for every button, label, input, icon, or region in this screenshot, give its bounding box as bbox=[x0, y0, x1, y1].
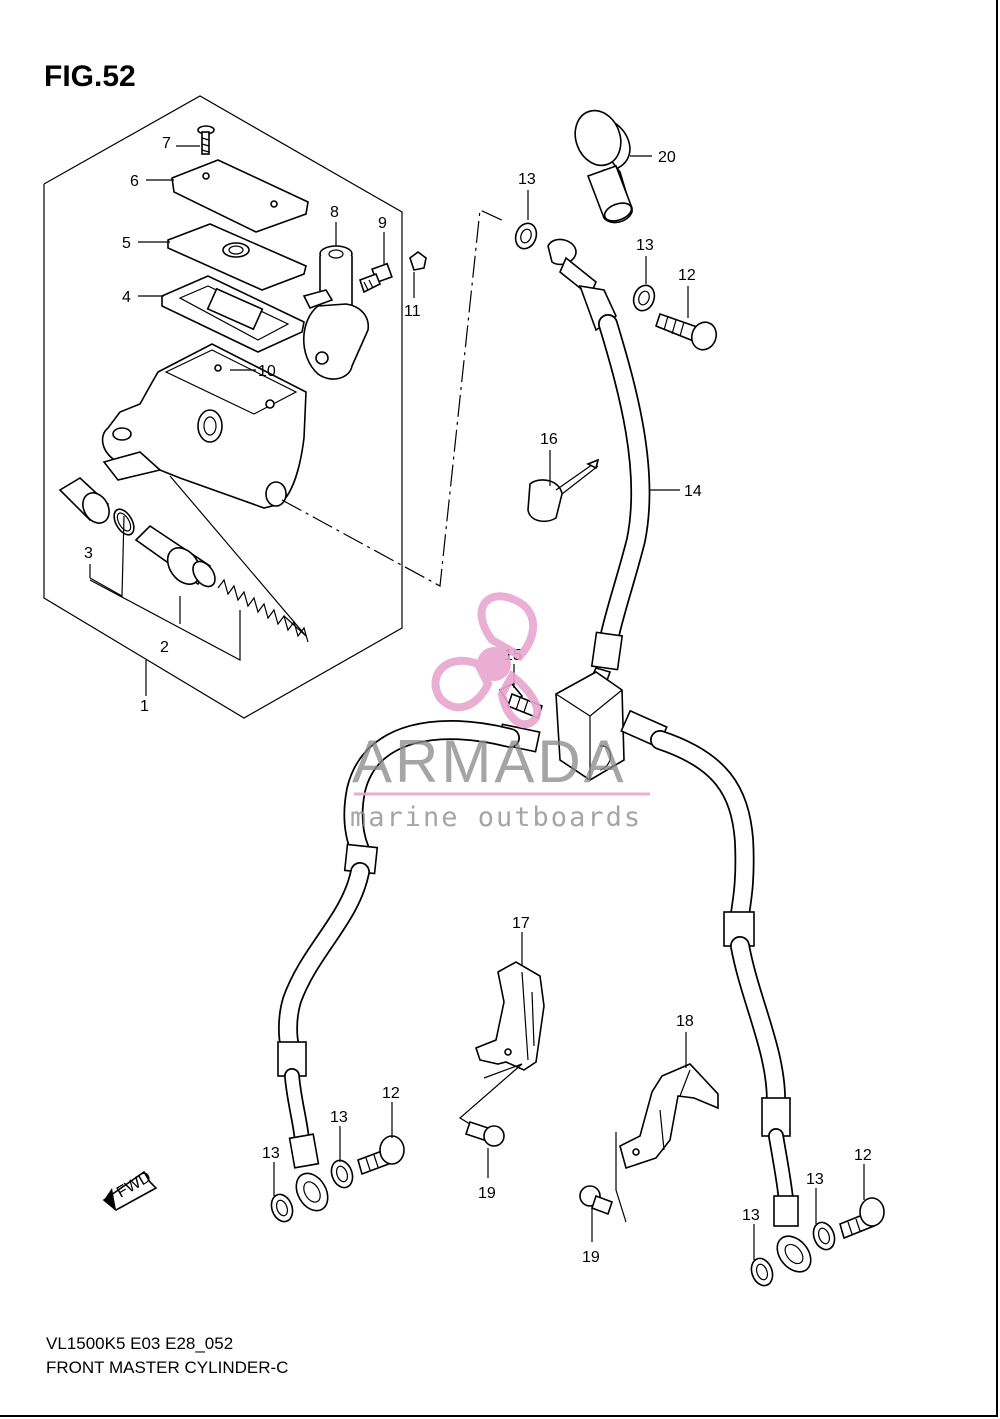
part-5-plate[interactable] bbox=[167, 223, 307, 291]
part-13-washer-lower-right-a[interactable] bbox=[748, 1255, 776, 1288]
callout-2: 2 bbox=[160, 639, 169, 656]
part-8-bracket[interactable] bbox=[302, 245, 370, 380]
callout-5: 5 bbox=[122, 235, 131, 252]
model-code: VL1500K5 E03 E28_052 bbox=[46, 1334, 234, 1353]
part-2-spring[interactable] bbox=[217, 578, 309, 643]
part-13-washer-lower-left-a[interactable] bbox=[268, 1191, 296, 1224]
part-14-hose-upper[interactable] bbox=[547, 238, 651, 702]
callout-3: 3 bbox=[84, 545, 93, 562]
part-13-washer-lower-left-b[interactable] bbox=[328, 1157, 356, 1190]
callout-14: 14 bbox=[684, 483, 702, 500]
callout-13-top-left: 13 bbox=[518, 171, 536, 188]
part-11-cap[interactable] bbox=[409, 251, 427, 271]
part-9-bolt[interactable] bbox=[358, 262, 393, 294]
part-2-piston[interactable] bbox=[134, 524, 220, 591]
watermark: ARMADA marine outboards bbox=[350, 592, 650, 833]
figure-title: FIG.52 bbox=[44, 60, 136, 93]
callout-18: 18 bbox=[676, 1013, 694, 1030]
propeller-logo-icon bbox=[431, 592, 542, 729]
callout-leaders-assembly bbox=[89, 145, 415, 696]
callout-12-top: 12 bbox=[678, 267, 696, 284]
junction-block[interactable] bbox=[555, 671, 625, 781]
callout-12-lower-left: 12 bbox=[382, 1085, 400, 1102]
part-13-washer-top-left[interactable] bbox=[512, 220, 540, 251]
watermark-brand: ARMADA bbox=[352, 728, 627, 795]
master-cylinder-body[interactable] bbox=[101, 343, 307, 509]
part-7-screw[interactable] bbox=[197, 125, 215, 155]
part-12-bolt-lower-left[interactable] bbox=[357, 1135, 405, 1176]
callout-13-lower-left-b: 13 bbox=[330, 1109, 348, 1126]
callout-16: 16 bbox=[540, 431, 558, 448]
part-12-bolt-top[interactable] bbox=[655, 312, 720, 353]
part-17-bracket[interactable] bbox=[475, 961, 545, 1071]
callout-13-lower-right-b: 13 bbox=[806, 1171, 824, 1188]
callout-7: 7 bbox=[162, 135, 171, 152]
part-12-bolt-lower-right[interactable] bbox=[839, 1197, 885, 1240]
part-13-washer-lower-right-b[interactable] bbox=[810, 1219, 838, 1252]
callout-numbers: 1 2 3 4 5 6 7 8 9 10 11 12 12 12 13 13 1… bbox=[84, 135, 872, 1266]
callout-11: 11 bbox=[404, 303, 421, 320]
callout-19-right: 19 bbox=[582, 1249, 600, 1266]
part-20-cover[interactable] bbox=[568, 104, 634, 224]
part-19-bolt-right[interactable] bbox=[579, 1185, 614, 1216]
callout-13-lower-right-a: 13 bbox=[742, 1207, 760, 1224]
callout-10: 10 bbox=[258, 363, 276, 380]
part-16-clamp[interactable] bbox=[527, 458, 600, 523]
part-18-bracket[interactable] bbox=[619, 1063, 719, 1170]
assembly-box bbox=[43, 95, 403, 719]
figure-name: FRONT MASTER CYLINDER-C bbox=[46, 1358, 289, 1377]
callout-13-top-right: 13 bbox=[636, 237, 654, 254]
callout-8: 8 bbox=[330, 204, 339, 221]
callout-9: 9 bbox=[378, 215, 387, 232]
callout-12-lower-right: 12 bbox=[854, 1147, 872, 1164]
callout-leaders-outer bbox=[273, 155, 865, 1260]
dash-connector bbox=[281, 209, 507, 587]
callout-19-left: 19 bbox=[478, 1185, 496, 1202]
callout-4: 4 bbox=[122, 289, 131, 306]
callout-20: 20 bbox=[658, 149, 676, 166]
part-hose-lower-right[interactable] bbox=[620, 709, 817, 1279]
callout-13-lower-left-a: 13 bbox=[262, 1145, 280, 1162]
part-3-boot[interactable] bbox=[58, 477, 114, 528]
callout-17: 17 bbox=[512, 915, 530, 932]
callout-1: 1 bbox=[140, 698, 149, 715]
part-hose-lower-left[interactable] bbox=[277, 719, 541, 1216]
callout-6: 6 bbox=[130, 173, 139, 190]
part-4-diaphragm[interactable] bbox=[161, 275, 305, 353]
fwd-arrow-badge: FWD bbox=[102, 1169, 158, 1211]
part-6-cap[interactable] bbox=[171, 159, 309, 233]
part-19-bolt-left[interactable] bbox=[464, 1120, 505, 1147]
part-13-washer-top-right[interactable] bbox=[630, 282, 658, 313]
watermark-tagline: marine outboards bbox=[350, 802, 642, 833]
